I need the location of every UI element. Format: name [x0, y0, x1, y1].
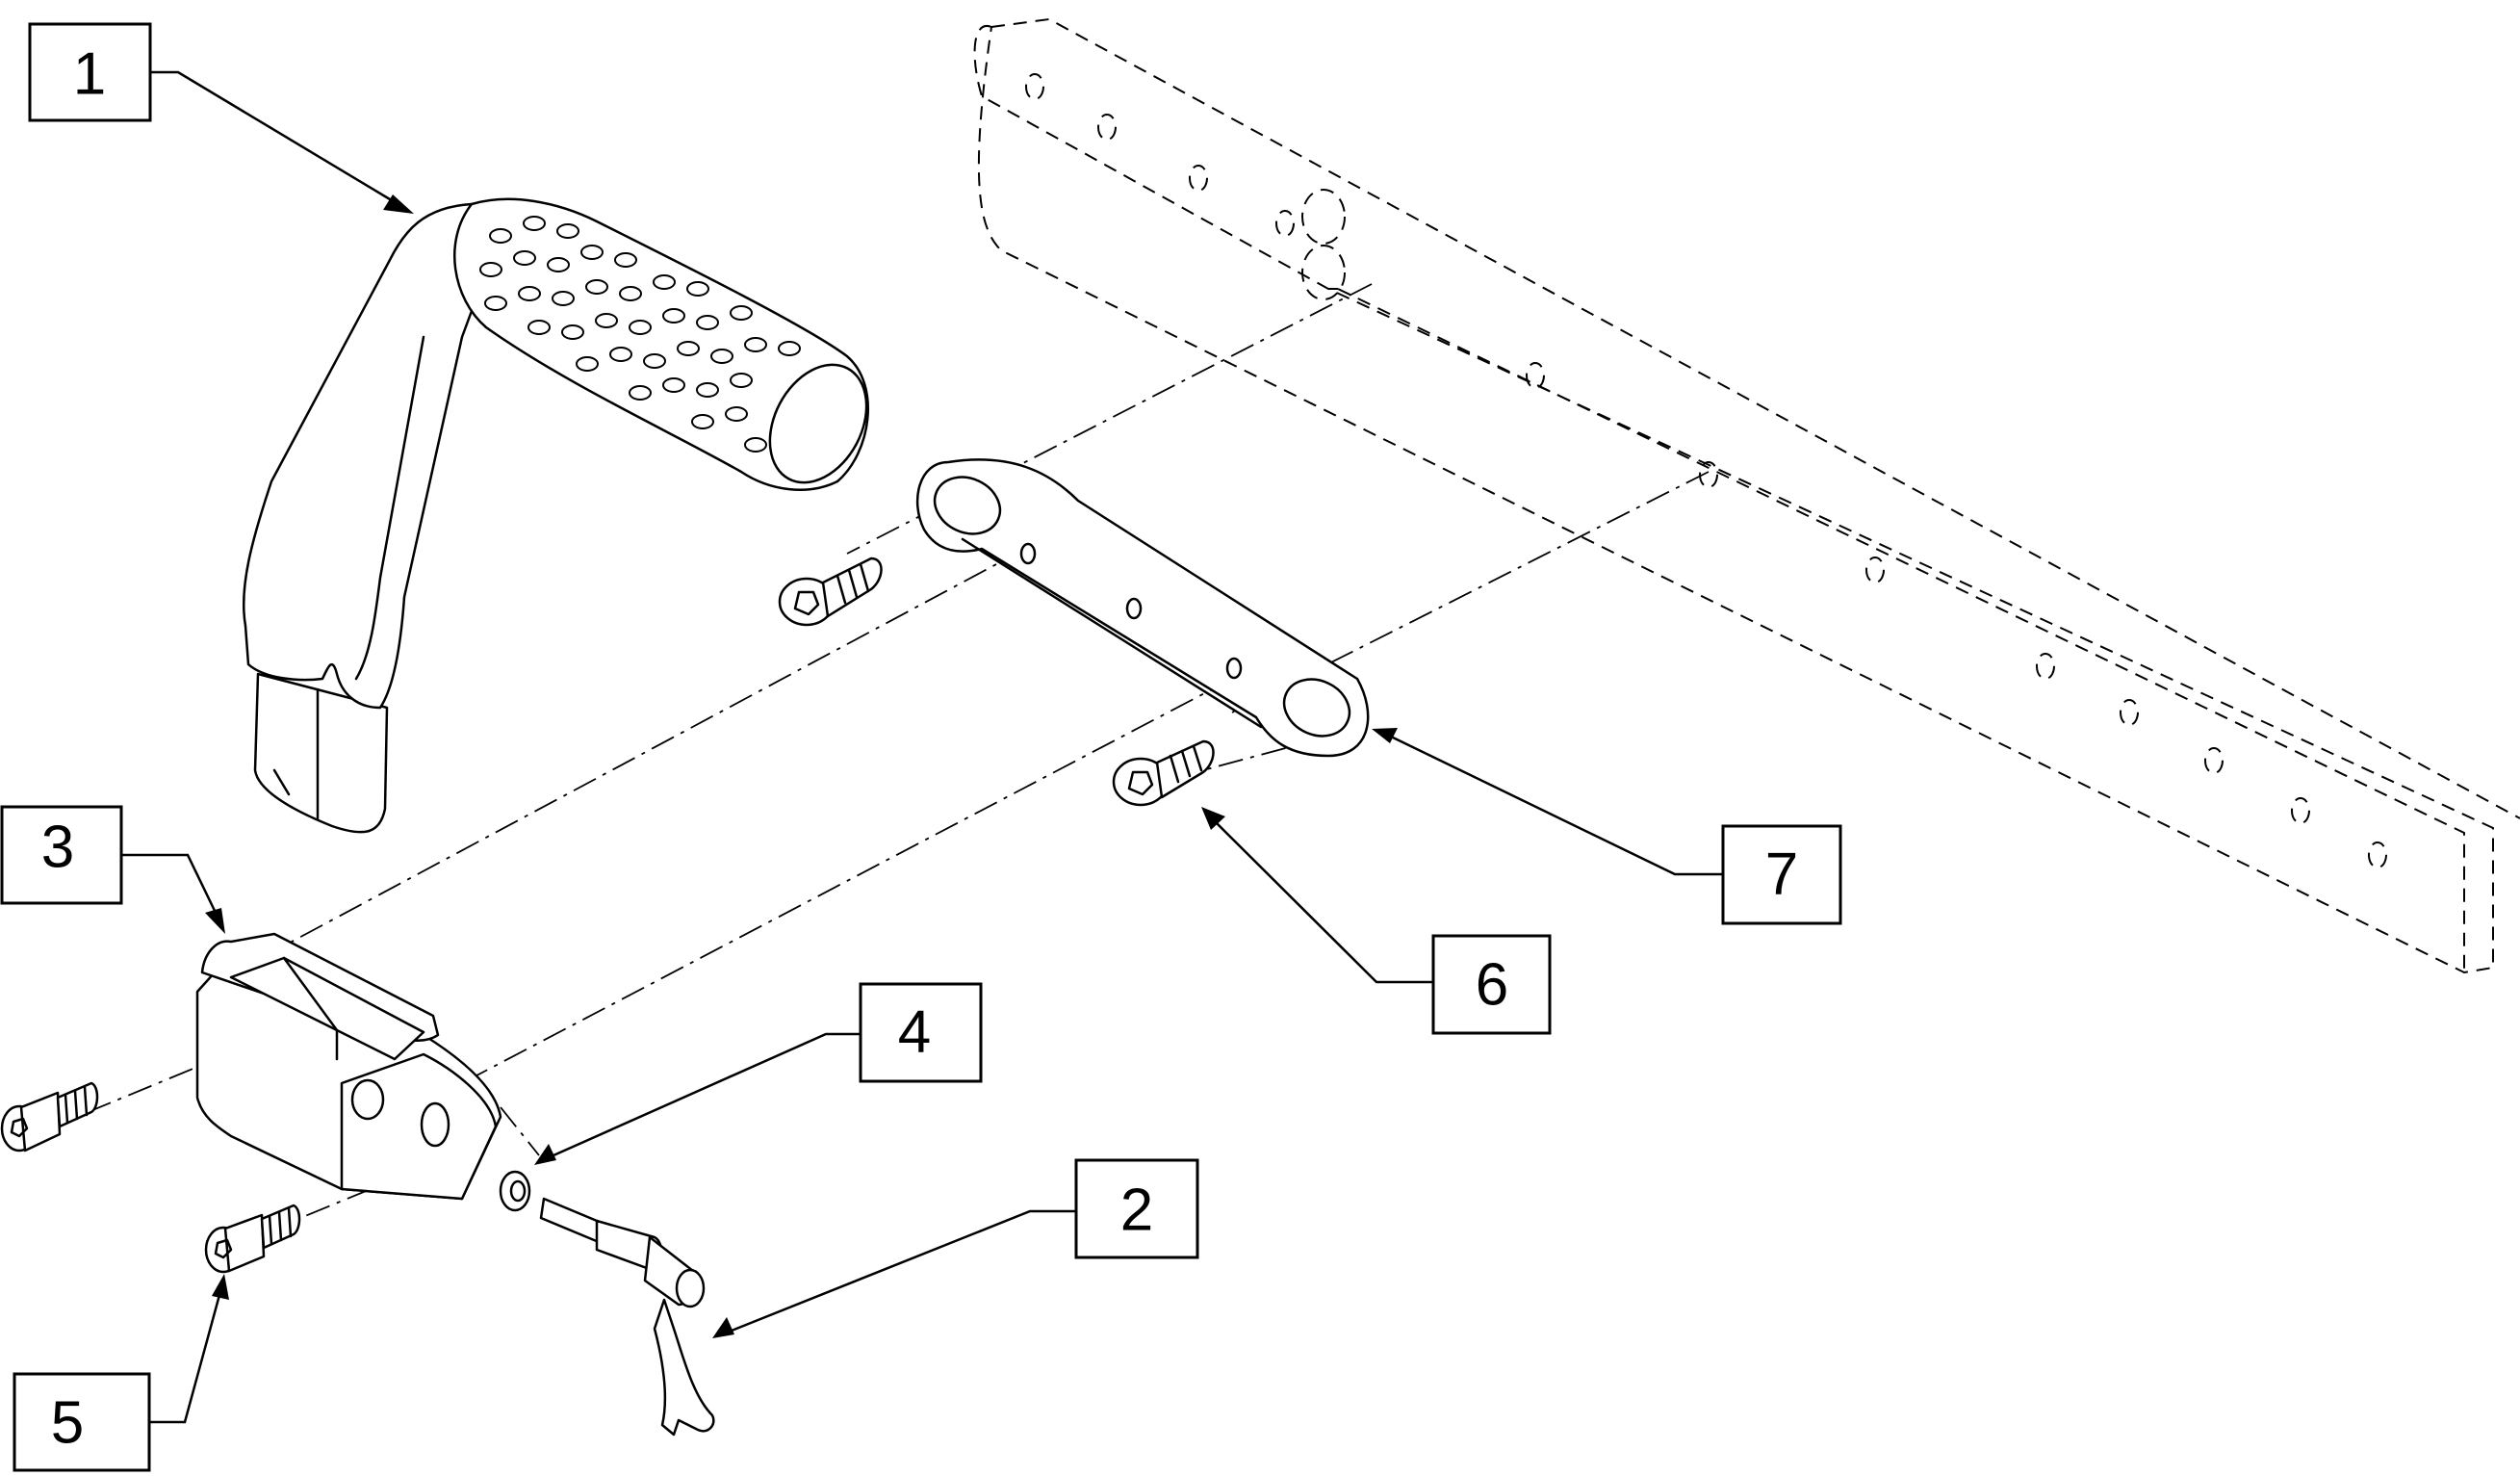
handle-part-1 — [242, 197, 869, 834]
callout-7-label: 7 — [1765, 842, 1798, 908]
handle-grip-dimples — [479, 216, 801, 453]
flat-head-screw-part-6-lower — [1112, 739, 1215, 807]
leader-lines — [121, 70, 1723, 1424]
callout-3-label: 3 — [41, 815, 74, 881]
frame-rail-phantom — [973, 17, 2520, 974]
frame-rail-holes — [1025, 73, 2387, 868]
callout-4-label: 4 — [898, 999, 931, 1066]
callout-5-label: 5 — [51, 1390, 84, 1457]
socket-cap-screw-part-5-lower — [204, 1204, 301, 1274]
callout-1-label: 1 — [73, 41, 106, 108]
socket-cap-screw-part-5-upper — [0, 1081, 99, 1152]
callout-4: 4 — [859, 982, 983, 1083]
clamp-block-part-3 — [195, 932, 502, 1201]
callout-6: 6 — [1431, 934, 1552, 1035]
link-bar-part-7 — [915, 458, 1370, 758]
callout-2-label: 2 — [1120, 1178, 1153, 1244]
washer-part-4 — [499, 1170, 531, 1212]
callout-6-label: 6 — [1476, 952, 1508, 1019]
callout-3: 3 — [0, 805, 123, 905]
flat-head-screw-part-6-upper — [778, 557, 883, 627]
clamp-lever-part-2 — [539, 1197, 715, 1437]
callout-1: 1 — [28, 22, 152, 122]
callout-5: 5 — [13, 1372, 151, 1472]
callout-2: 2 — [1074, 1158, 1199, 1259]
callout-7: 7 — [1721, 824, 1842, 925]
